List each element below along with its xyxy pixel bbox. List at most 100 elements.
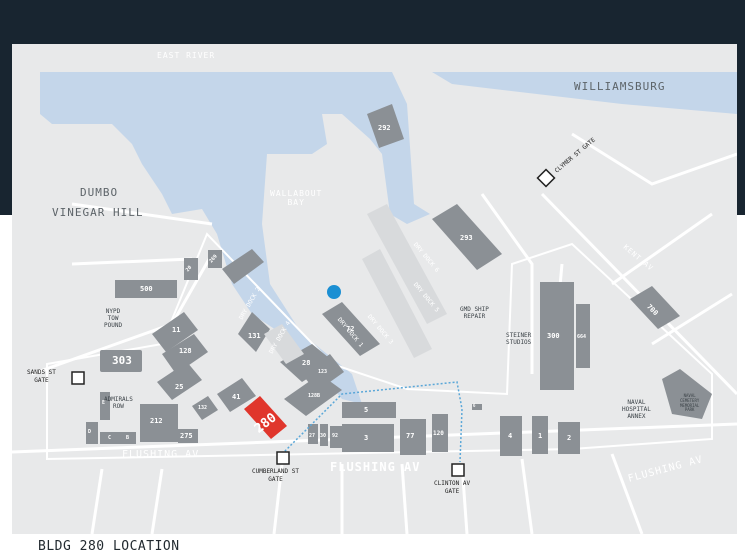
building-6-label: 6 [473,403,476,408]
building-132 [192,396,218,420]
map-caption: BLDG 280 LOCATION [38,539,180,554]
building-664-label: 664 [577,334,587,340]
sands-st-gate-icon [71,371,85,385]
map-canvas [12,44,737,534]
building-500-label: 500 [140,285,153,293]
building-b-label: B [126,435,130,441]
flushing-av-left-label: FLUSHING AV [122,449,200,460]
building-28-label: 28 [302,359,311,367]
building-128b [284,374,342,416]
building-c [100,432,136,444]
east-river-label: EAST RIVER [157,51,216,60]
dock-pier-5 [362,249,432,358]
building-209 [222,249,264,284]
building-naval-hospital [662,369,712,419]
clinton-av-gate-label: CLINTON AV GATE [434,480,471,495]
building-4 [500,416,522,456]
building-2-label: 2 [567,434,572,442]
building-92-label: 92 [332,433,339,439]
dock-pier-4 [264,324,304,364]
cumberland-st-gate-label: CUMBERLAND ST GATE [252,468,299,483]
building-30 [320,424,328,446]
building-128b-label: 128B [308,393,321,399]
naval-cemetery-label: NAVAL CEMETERY MEMORIAL PARK [680,393,700,413]
building-275 [178,429,198,443]
building-30-label: 30 [320,433,327,439]
building-269 [208,250,222,268]
building-293 [432,204,502,270]
building-72-label: 72 [346,325,355,333]
navy-yard-map: EAST RIVER WILLIAMSBURG DUMBO VINEGAR HI… [12,44,737,534]
sands-st-gate-label: SANDS ST GATE [27,369,56,384]
building-664 [576,304,590,368]
building-2 [558,422,580,454]
building-303-label: 303 [112,354,132,367]
building-5-label: 5 [364,406,369,414]
building-300 [540,282,574,390]
williamsburg-label: WILLIAMSBURG [574,80,666,93]
building-77 [400,419,426,455]
building-131-label: 131 [248,332,261,340]
building-1 [532,416,548,454]
building-280-highlight [244,396,287,439]
building-300-label: 300 [547,332,560,340]
dumbo-label: DUMBO [80,186,119,199]
cumberland-st-gate-icon [276,451,290,465]
building-72 [322,302,380,356]
building-4-label: 4 [508,432,513,440]
building-41 [217,378,256,412]
building-275-label: 275 [180,432,193,440]
building-128-label: 128 [179,347,192,355]
flushing-av-main-label: FLUSHING AV [330,460,421,474]
naval-hospital-annex-label: NAVAL HOSPITAL ANNEX [622,399,651,421]
building-212-label: 212 [150,417,163,425]
building-92 [330,426,344,448]
route-path [281,381,463,463]
docks-group [264,204,447,364]
admirals-row-label: ADMIRALS ROW [104,396,133,411]
buildings-group [86,104,712,456]
building-e-label: E [102,400,106,406]
building-120 [432,414,448,452]
building-11-label: 11 [172,326,181,334]
nypd-tow-pound-label: NYPD TOW POUND [104,308,123,330]
building-20 [184,258,198,280]
building-11 [152,312,198,352]
building-3-label: 3 [364,434,369,442]
building-120-label: 120 [433,430,444,437]
building-123 [302,354,344,392]
dock-pier-6 [367,204,447,324]
building-123-label: 123 [318,369,328,375]
building-292 [367,104,404,148]
building-77-label: 77 [406,432,415,440]
building-27 [308,424,318,444]
building-212 [140,404,178,442]
building-3 [342,424,394,452]
building-28 [280,344,334,382]
building-5 [342,402,396,418]
wallabout-bay-water [40,72,430,404]
building-700 [630,286,680,329]
building-1-label: 1 [538,432,543,440]
building-c-label: C [108,435,112,441]
building-d [86,422,98,444]
building-25-label: 25 [175,383,184,391]
building-500 [115,280,177,298]
building-27-label: 27 [309,433,316,439]
building-132-label: 132 [198,405,208,411]
clinton-av-gate-icon [451,463,465,477]
clymer-st-gate-icon [536,168,556,188]
gmd-ship-repair-label: GMD SHIP REPAIR [460,306,489,321]
east-river-water [40,72,737,114]
steiner-studios-label: STEINER STUDIOS [506,332,532,347]
building-128 [162,334,208,374]
wallabout-bay-label: WALLABOUT BAY [270,189,323,207]
building-41-label: 41 [232,393,241,401]
building-292-label: 292 [378,124,391,132]
building-6 [472,404,482,410]
building-d-label: D [88,429,92,435]
building-e [100,392,110,420]
building-131 [238,312,270,352]
ferry-icon [327,285,341,299]
building-25 [157,362,202,400]
